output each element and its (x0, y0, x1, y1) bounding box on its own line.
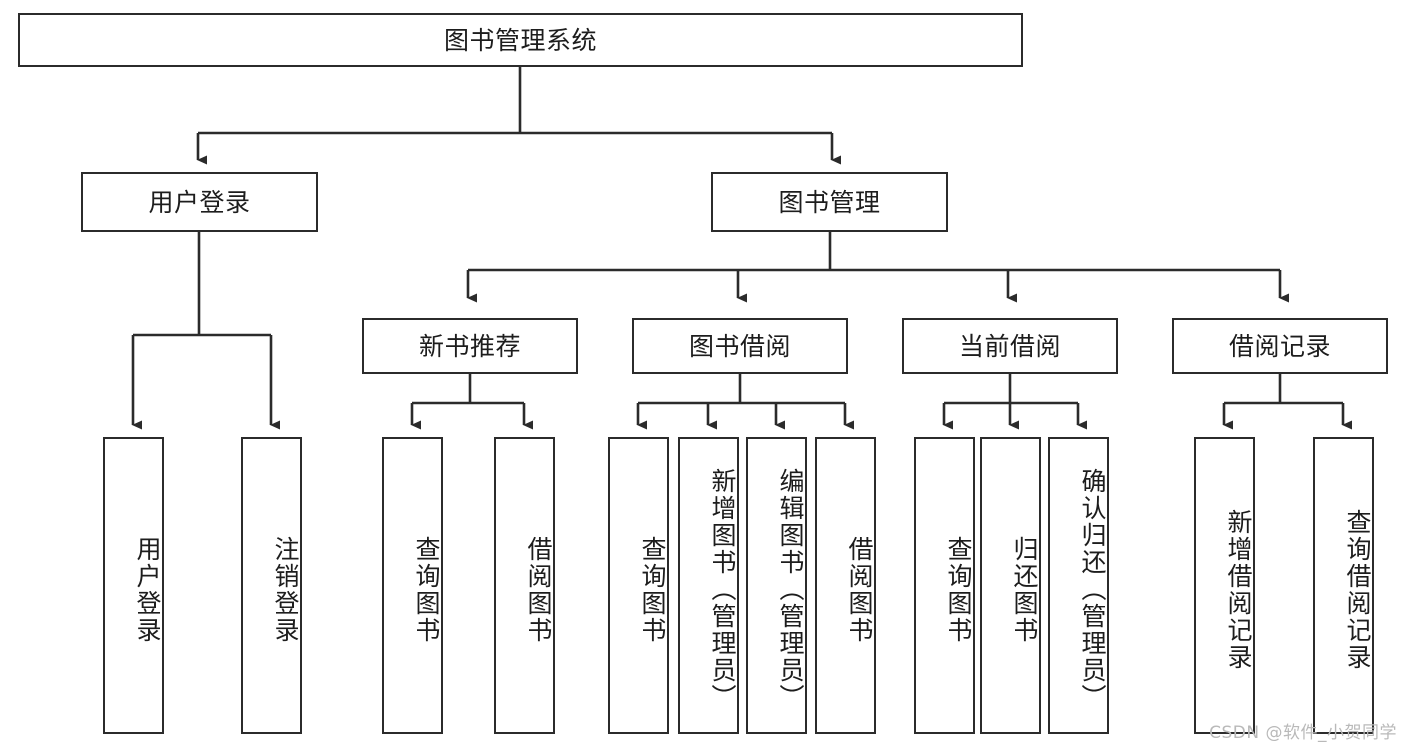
leaf-logout[interactable]: 注销登录 (241, 437, 302, 734)
node-label: 图书管理 (778, 187, 881, 217)
node-user-login[interactable]: 用户登录 (81, 172, 318, 232)
node-label: 借阅记录 (1228, 331, 1331, 361)
node-label: 新增图书（管理员） (708, 468, 737, 711)
leaf-add-book-admin[interactable]: 新增图书（管理员） (678, 437, 739, 734)
node-new-book-recommend[interactable]: 新书推荐 (362, 318, 578, 374)
node-label: 归还图书 (1010, 535, 1039, 644)
node-label: 新书推荐 (418, 331, 521, 361)
leaf-return-book[interactable]: 归还图书 (980, 437, 1041, 734)
watermark: CSDN @软件_小贺同学 (1209, 723, 1397, 743)
node-label: 查询借阅记录 (1343, 508, 1372, 671)
node-label: 查询图书 (638, 535, 667, 644)
node-label: 编辑图书（管理员） (776, 468, 805, 711)
leaf-borrow-book[interactable]: 借阅图书 (815, 437, 876, 734)
leaf-query-borrow-record[interactable]: 查询借阅记录 (1313, 437, 1374, 734)
node-label: 用户登录 (148, 187, 251, 217)
node-label: 确认归还（管理员） (1078, 468, 1107, 711)
leaf-query-book-recommend[interactable]: 查询图书 (382, 437, 443, 734)
node-label: 查询图书 (412, 535, 441, 644)
leaf-query-book-current[interactable]: 查询图书 (914, 437, 975, 734)
leaf-add-borrow-record[interactable]: 新增借阅记录 (1194, 437, 1255, 734)
node-label: 新增借阅记录 (1224, 508, 1253, 671)
node-label: 当前借阅 (958, 331, 1061, 361)
leaf-query-book-borrow[interactable]: 查询图书 (608, 437, 669, 734)
node-label: 注销登录 (271, 535, 300, 644)
node-book-borrow[interactable]: 图书借阅 (632, 318, 848, 374)
node-borrow-record[interactable]: 借阅记录 (1172, 318, 1388, 374)
leaf-user-login[interactable]: 用户登录 (103, 437, 164, 734)
node-label: 图书借阅 (688, 331, 791, 361)
node-root-system[interactable]: 图书管理系统 (18, 13, 1023, 67)
node-label: 图书管理系统 (443, 25, 597, 55)
node-book-management[interactable]: 图书管理 (711, 172, 948, 232)
node-label: 借阅图书 (524, 535, 553, 644)
leaf-borrow-book-recommend[interactable]: 借阅图书 (494, 437, 555, 734)
node-label: 借阅图书 (845, 535, 874, 644)
node-label: 查询图书 (944, 535, 973, 644)
node-current-borrow[interactable]: 当前借阅 (902, 318, 1118, 374)
leaf-edit-book-admin[interactable]: 编辑图书（管理员） (746, 437, 807, 734)
leaf-confirm-return-admin[interactable]: 确认归还（管理员） (1048, 437, 1109, 734)
node-label: 用户登录 (133, 535, 162, 644)
